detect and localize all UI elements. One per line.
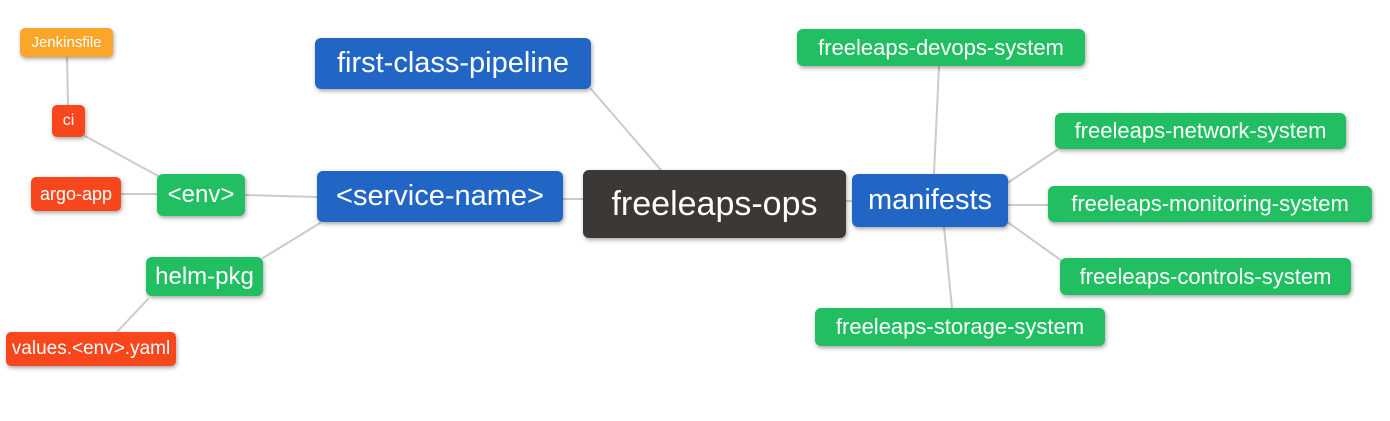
edge-service-name-env bbox=[244, 194, 318, 198]
node-first-class-pipeline[interactable]: first-class-pipeline bbox=[315, 38, 591, 89]
edge-helm-pkg-values bbox=[116, 298, 149, 333]
edge-service-name-helm-pkg bbox=[262, 222, 321, 259]
edge-manifests-controls bbox=[1005, 220, 1063, 262]
edge-root-first-class-pipeline bbox=[590, 88, 662, 171]
edge-env-ci bbox=[84, 135, 161, 178]
node-monitoring-system[interactable]: freeleaps-monitoring-system bbox=[1048, 186, 1372, 222]
node-controls-system[interactable]: freeleaps-controls-system bbox=[1060, 258, 1351, 295]
node-service-name[interactable]: <service-name> bbox=[317, 171, 563, 222]
node-devops-system[interactable]: freeleaps-devops-system bbox=[797, 29, 1085, 66]
node-root-freeleaps-ops[interactable]: freeleaps-ops bbox=[583, 170, 846, 238]
node-storage-system[interactable]: freeleaps-storage-system bbox=[815, 308, 1105, 346]
node-manifests[interactable]: manifests bbox=[852, 174, 1008, 227]
node-argo-app[interactable]: argo-app bbox=[31, 177, 121, 211]
node-helm-pkg[interactable]: helm-pkg bbox=[146, 257, 263, 296]
node-jenkinsfile[interactable]: Jenkinsfile bbox=[20, 28, 113, 57]
node-ci[interactable]: ci bbox=[52, 105, 85, 137]
edge-manifests-network bbox=[1005, 149, 1058, 185]
edge-ci-jenkinsfile bbox=[66, 56, 69, 106]
edge-manifests-storage bbox=[943, 226, 953, 309]
node-env[interactable]: <env> bbox=[157, 174, 245, 216]
node-network-system[interactable]: freeleaps-network-system bbox=[1055, 113, 1346, 149]
edge-manifests-devops bbox=[933, 65, 940, 175]
node-values-env-yaml[interactable]: values.<env>.yaml bbox=[6, 332, 176, 366]
